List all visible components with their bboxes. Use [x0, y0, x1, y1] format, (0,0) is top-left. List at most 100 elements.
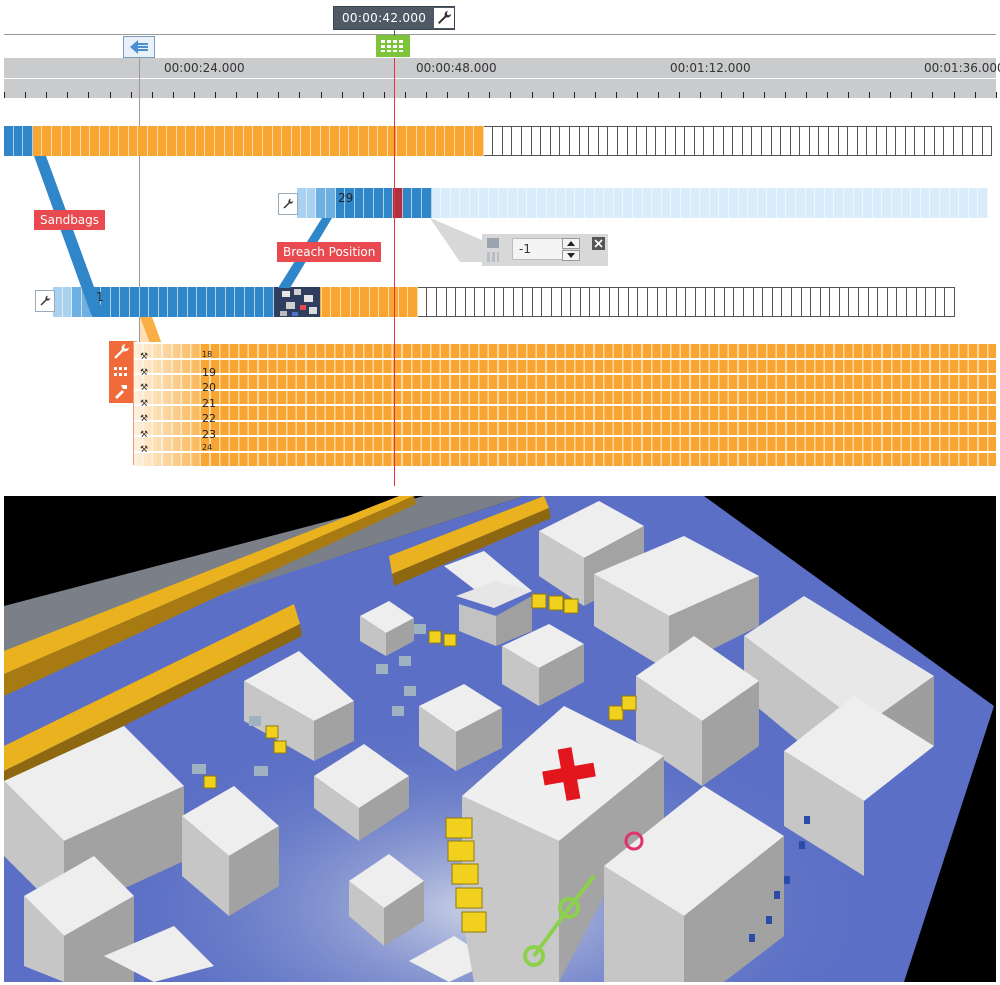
track-cell — [949, 188, 960, 218]
grid-marker-icon[interactable] — [376, 35, 410, 57]
wrench-icon[interactable]: ⚒ — [140, 383, 149, 393]
wrench-icon[interactable]: ⚒ — [140, 398, 149, 409]
track-cell — [215, 126, 225, 156]
track-cell — [579, 126, 590, 156]
wrench-icon[interactable] — [112, 343, 130, 361]
track-cell — [358, 126, 369, 156]
wrench-icon[interactable] — [434, 8, 454, 28]
scene-thumbnail[interactable] — [278, 287, 320, 317]
timeline-top-line — [4, 34, 996, 35]
offset-input[interactable]: -1 — [512, 238, 564, 260]
track-cell — [728, 188, 739, 218]
wrench-icon[interactable]: ⚒ — [140, 429, 149, 440]
time-ruler[interactable]: 00:00:24.000 00:00:48.000 00:01:12.000 0… — [4, 58, 1000, 98]
track-cell — [939, 188, 950, 218]
playhead-line[interactable] — [394, 58, 395, 486]
stack-row-line — [134, 373, 996, 375]
ruler-tick — [152, 92, 153, 98]
track-cell — [168, 287, 178, 317]
track-cell — [935, 287, 946, 317]
ruler-tick — [975, 92, 976, 98]
lock-icon[interactable] — [487, 238, 499, 248]
ruler-tick — [405, 92, 406, 98]
wrench-icon[interactable] — [35, 290, 55, 312]
ruler-tick — [616, 92, 617, 98]
track-cell — [435, 126, 446, 156]
track-cell — [460, 188, 470, 218]
playhead-stem — [394, 28, 395, 36]
track-cell — [863, 188, 873, 218]
track-cell — [671, 188, 681, 218]
track-cell — [575, 188, 585, 218]
track-cell — [867, 126, 878, 156]
wrench-icon[interactable]: ⚒ — [140, 367, 149, 378]
spinner-down-icon[interactable] — [562, 250, 580, 261]
close-icon[interactable] — [592, 237, 605, 250]
track-cell — [206, 287, 217, 317]
timeline-track-2[interactable]: 29 — [278, 188, 996, 218]
stack-row-line — [134, 388, 996, 391]
wrench-icon[interactable] — [278, 193, 298, 215]
track-cell — [243, 126, 254, 156]
ruler-tick — [890, 92, 891, 98]
track-cell — [733, 126, 743, 156]
track-cell — [99, 126, 110, 156]
track-cell — [61, 126, 72, 156]
track-cell — [628, 287, 639, 317]
track-cell — [734, 287, 744, 317]
3d-viewport[interactable] — [4, 496, 996, 982]
track-cell — [368, 126, 379, 156]
track-cell — [700, 188, 710, 218]
track-cell — [456, 287, 466, 317]
track-cell — [763, 287, 773, 317]
cursor-line — [139, 58, 140, 466]
track-cell — [254, 287, 265, 317]
track-cell — [675, 126, 686, 156]
ruler-label: 00:00:24.000 — [164, 61, 245, 75]
ruler-tick — [342, 92, 343, 98]
ruler-tick — [321, 92, 322, 98]
track-cell — [90, 126, 100, 156]
track-cell — [542, 287, 553, 317]
track-cell — [158, 287, 169, 317]
track-cell — [263, 126, 273, 156]
rewind-marker-icon[interactable] — [123, 36, 155, 58]
grid-icon[interactable] — [112, 363, 130, 381]
grid-icon[interactable] — [487, 252, 499, 262]
track-cell — [715, 287, 725, 317]
playhead-time-badge[interactable]: 00:00:42.000 — [333, 6, 455, 30]
track-cell — [195, 126, 206, 156]
track-cell — [469, 188, 480, 218]
ruler-tick — [257, 92, 258, 98]
annotation-sandbags[interactable]: Sandbags — [34, 210, 106, 230]
stacked-tracks[interactable]: 18⚒19⚒20⚒21⚒22⚒23⚒24⚒ — [134, 342, 996, 466]
track-cell — [335, 188, 346, 218]
track-cell — [331, 287, 341, 317]
track-cell — [479, 188, 490, 218]
track-cell — [224, 126, 235, 156]
track-cell — [570, 126, 580, 156]
ruler-tick — [743, 92, 744, 98]
track-cell — [406, 126, 417, 156]
wrench-icon[interactable]: ⚒ — [140, 414, 149, 424]
track-cell — [925, 126, 935, 156]
annotation-breach-position[interactable]: Breach Position — [277, 242, 382, 262]
track-cell — [753, 287, 764, 317]
track-cell — [704, 126, 714, 156]
track-cell — [508, 188, 518, 218]
track-cell — [128, 126, 139, 156]
ruler-tick — [131, 92, 132, 98]
track-cell — [341, 287, 351, 317]
track-cell — [886, 126, 897, 156]
track-cell — [408, 287, 418, 317]
wrench-icon[interactable]: ⚒ — [140, 352, 149, 362]
playhead-time: 00:00:42.000 — [342, 11, 427, 25]
track-cell — [378, 126, 388, 156]
spinner-up-icon[interactable] — [562, 238, 580, 249]
ruler-tick — [236, 92, 237, 98]
ruler-tick — [785, 92, 786, 98]
wrench-icon[interactable]: ⚒ — [140, 445, 149, 455]
track-cell — [354, 188, 365, 218]
hammer-icon[interactable] — [112, 382, 130, 400]
timeline-track-1[interactable] — [4, 126, 996, 156]
